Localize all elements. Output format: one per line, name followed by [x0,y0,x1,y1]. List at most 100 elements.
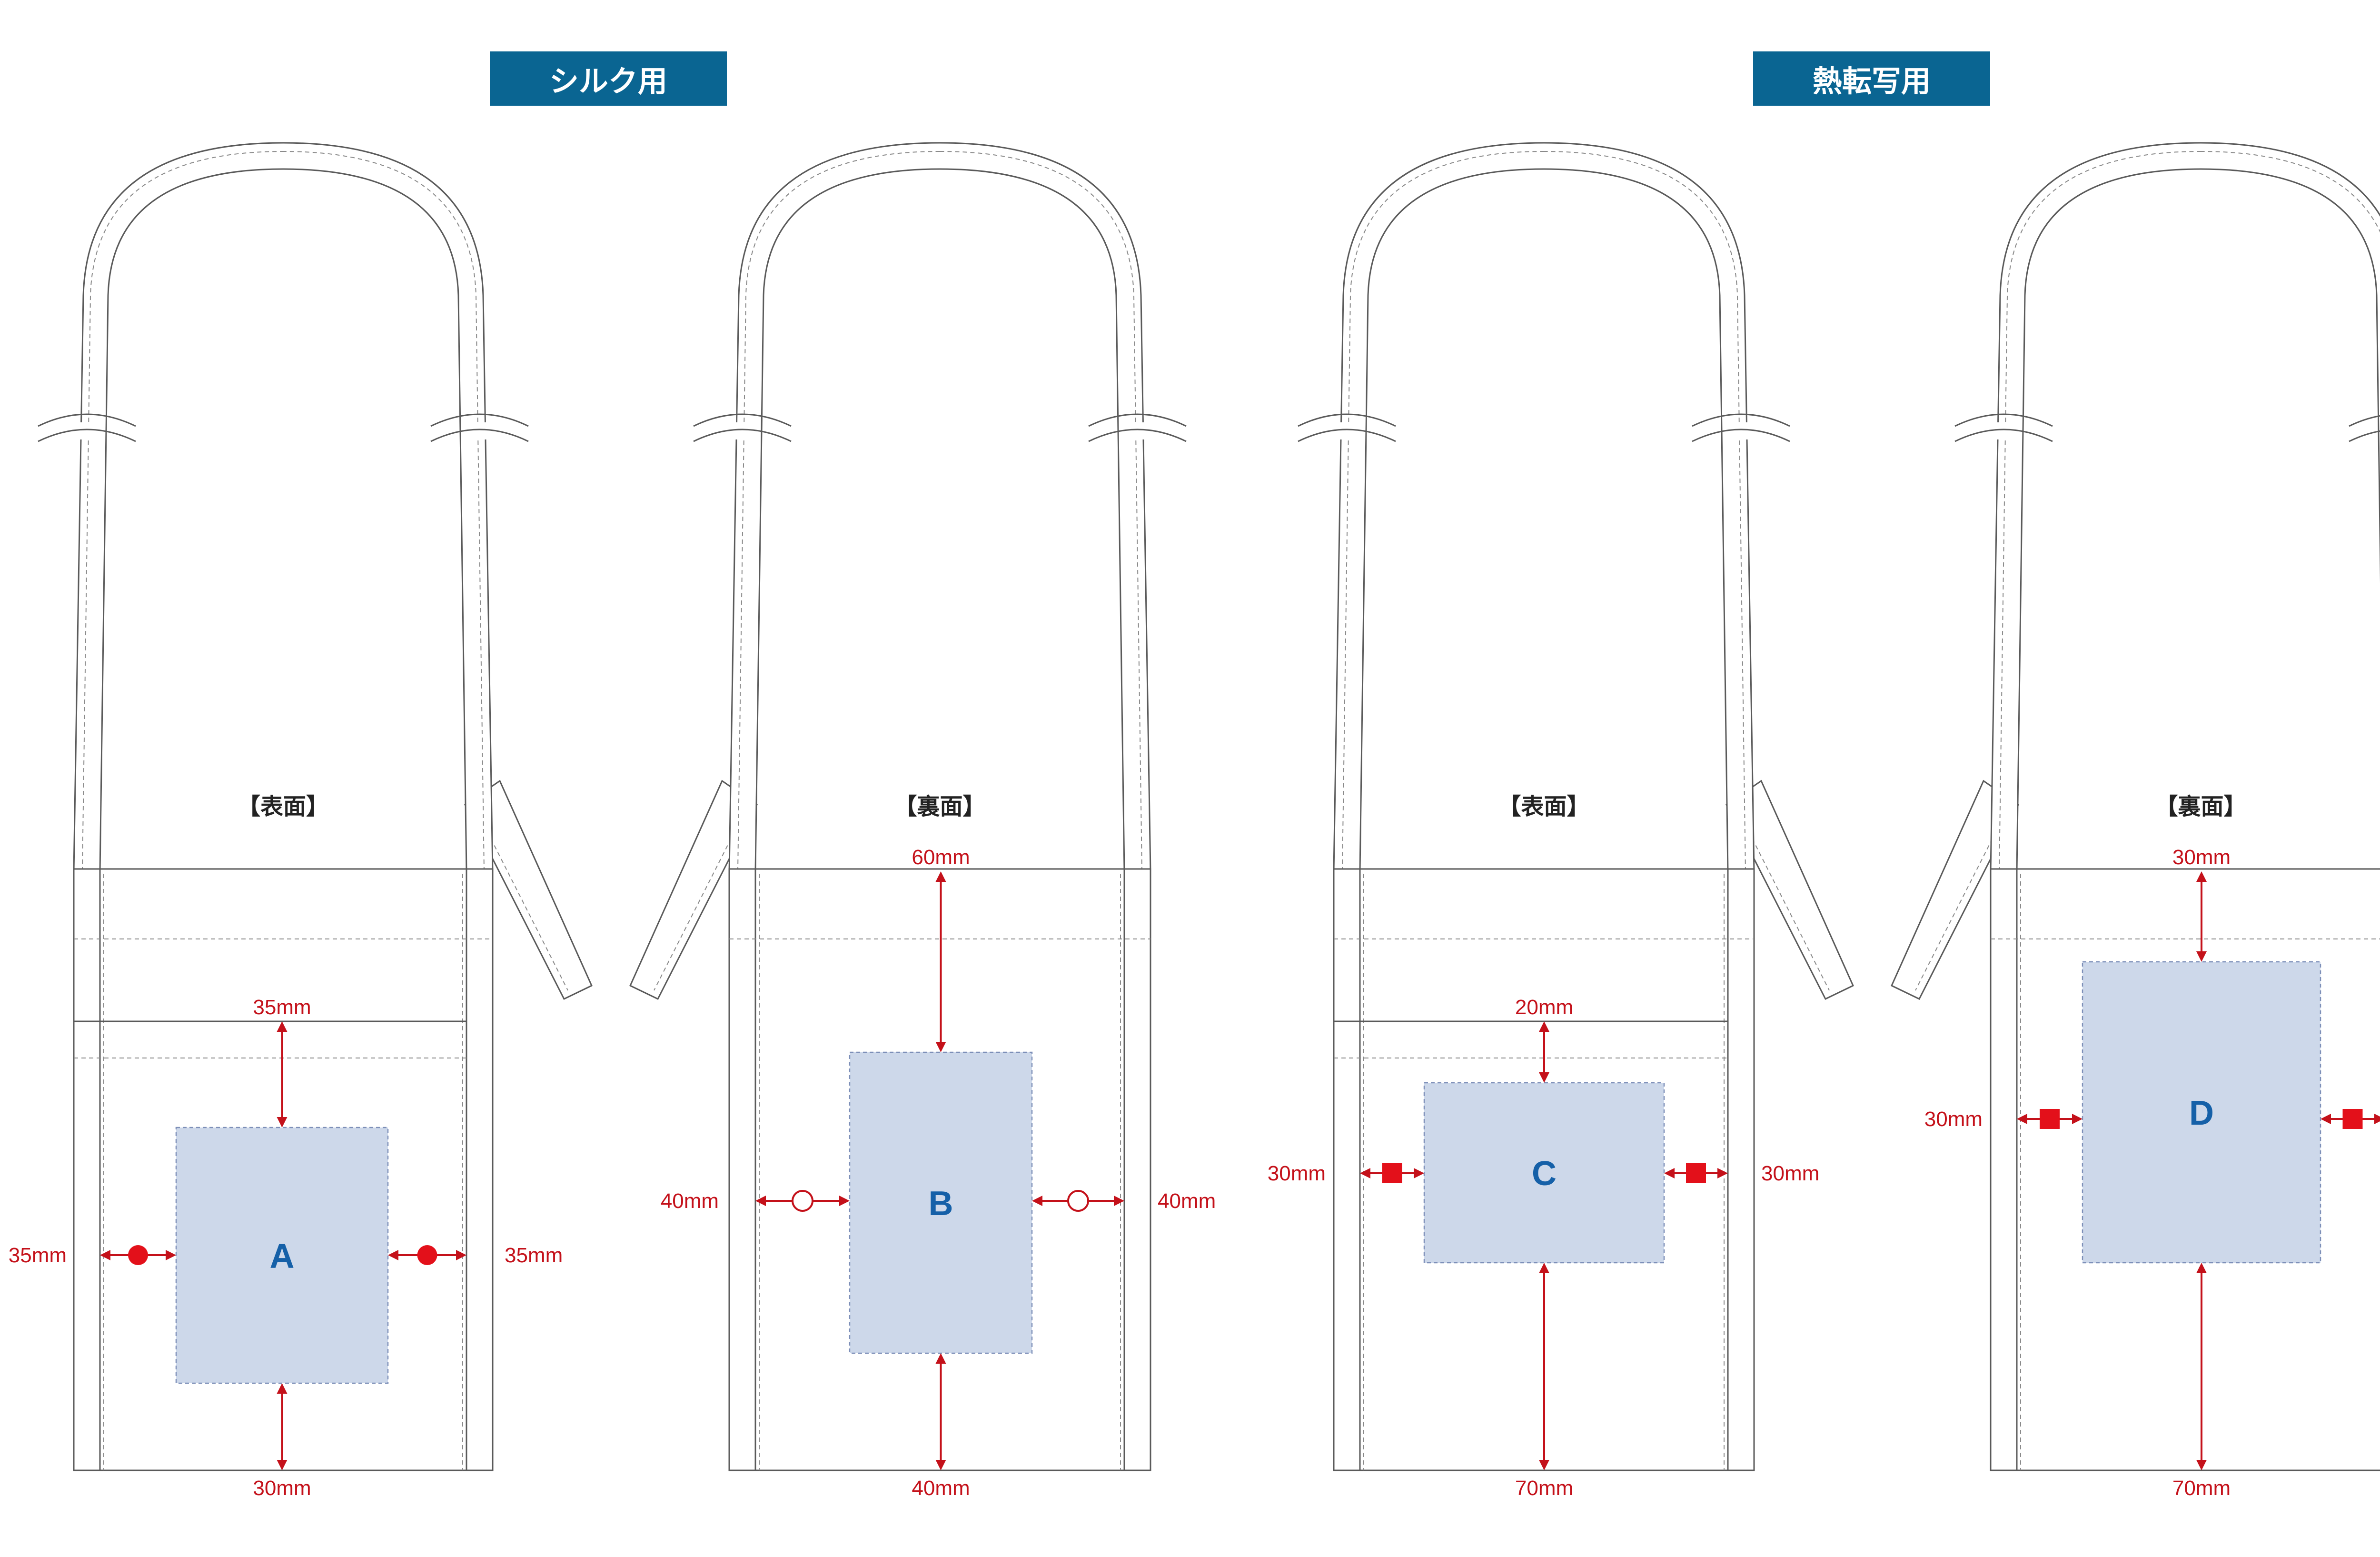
strap-break-gap [71,422,102,439]
strap-break-mark-lower [1692,429,1790,442]
dim-right-open-circle-marker [1067,1190,1089,1212]
side-label: 【裏面】 [2155,793,2246,820]
side-label: 【表面】 [238,793,329,820]
dim-right-filled-circle-marker [417,1245,437,1265]
shoulder-strap-stitch-left [1999,151,2201,872]
dim-top-label: 60mm [912,846,970,869]
strap-break-mark-lower [693,429,792,442]
bag-a: 【表面】 A 35mm 30mm 35mm 35mm [9,142,593,1500]
dim-bottom-arrow-head-bottom [1539,1460,1549,1470]
dim-left-filled-circle-marker [128,1245,148,1265]
strap-break-mark-upper [38,413,136,427]
dim-left-arrow-head-left [2017,1114,2027,1124]
strap-break-mark-upper [1692,413,1790,427]
dim-top-arrow-head-bottom [277,1117,288,1128]
dim-left-arrow-head-right [1414,1168,1424,1178]
strap-break-mark-lower [38,429,136,442]
strap-break-mark-lower [2349,430,2380,442]
dim-left-label: 30mm [1268,1162,1326,1185]
dim-left-arrow-head-right [2072,1114,2082,1124]
dim-left-label: 30mm [1924,1108,1983,1131]
dim-bottom-arrow-head-bottom [2196,1460,2207,1470]
strap-break-gap [464,422,495,439]
shoulder-strap [1333,142,1755,872]
bag-b: 【裏面】 B 60mm 40mm 40mm 40mm [629,142,1216,1500]
side-label: 【表面】 [1498,793,1589,820]
dim-right-label: 40mm [1158,1189,1216,1213]
strap-break-mark-lower [430,429,529,442]
strap-break-mark-lower [1088,429,1187,442]
dim-right-label: 35mm [505,1244,563,1267]
strap-break-gap [1331,422,1362,439]
print-area-letter: C [1532,1155,1557,1193]
dim-left-arrow-head-left [1360,1168,1370,1178]
shoulder-strap-stitch-left [737,151,940,872]
print-area-letter: B [929,1185,953,1223]
strap-break-gap [1726,422,1756,439]
dim-top-arrow-head-top [2196,871,2207,882]
strap-break-mark-lower [1298,429,1396,442]
print-area-c [1423,1082,1665,1264]
dim-right-square-marker [1686,1163,1706,1183]
dim-left-square-marker [1382,1163,1402,1183]
dim-right-square-marker [2342,1109,2363,1129]
dim-left-label: 35mm [9,1244,67,1267]
strap-break-mark-upper [693,413,792,427]
strap-break-mark-upper [1298,413,1396,427]
dim-left-arrow-head-right [166,1250,176,1260]
shoulder-strap [73,142,494,872]
dim-bottom-label: 30mm [253,1477,311,1500]
shoulder-strap-stitch-right [283,151,485,872]
dim-right-arrow-head-left [388,1250,398,1260]
shoulder-strap-stitch-right [940,151,1142,872]
dim-bottom-arrow-head-top [935,1353,946,1364]
dim-left-label: 40mm [661,1189,719,1213]
shoulder-strap [1990,142,2380,872]
dim-bottom-arrow-head-bottom [277,1460,288,1470]
dim-bottom-arrow-head-top [277,1383,288,1394]
dim-right-arrow-head-left [1032,1196,1042,1206]
dim-bottom-label: 70mm [2172,1477,2231,1500]
dim-top-arrow-head-top [1539,1021,1549,1032]
shoulder-strap-stitch-left [82,151,284,872]
shoulder-strap [728,142,1151,872]
strap-break-mark-upper [1088,413,1187,427]
dim-bottom-label: 70mm [1515,1477,1573,1500]
print-area-letter: A [270,1238,295,1276]
shoulder-strap-stitch-right [1544,151,1746,872]
print-area-letter: D [2189,1094,2214,1132]
dim-left-square-marker [2040,1109,2060,1129]
dim-top-arrow-head-bottom [1539,1072,1549,1083]
dim-left-open-circle-marker [792,1190,813,1212]
dim-bottom-arrow-head-top [2196,1263,2207,1273]
dim-left-arrow-head-left [755,1196,766,1206]
print-area-d [2082,961,2321,1264]
dim-right-arrow-head-right [456,1250,466,1260]
dim-bottom-arrow-head-top [1539,1263,1549,1273]
strap-break-gap [1988,422,2019,439]
dim-right-arrow-head-left [2320,1114,2331,1124]
silk-print-banner: シルク用 [490,51,727,106]
dim-top-arrow-head-top [277,1021,288,1032]
dim-top-label: 20mm [1515,996,1573,1019]
dim-left-arrow-head-right [839,1196,850,1206]
strap-break-mark-upper [1954,413,2053,427]
dim-bottom-label: 40mm [912,1477,970,1500]
dim-right-arrow-head-left [1664,1168,1675,1178]
bag-d: 【裏面】D30mm70mm30mm30mm [1891,142,2380,1500]
strap-break-mark-upper [2349,415,2380,427]
dim-left-arrow-head-left [100,1250,110,1260]
shoulder-strap-stitch-right [2201,151,2380,233]
side-label: 【裏面】 [894,793,985,820]
dim-right-arrow-head-right [1114,1196,1124,1206]
dim-top-arrow-head-bottom [2196,951,2207,962]
dim-right-arrow-head-right [2374,1114,2380,1124]
strap-break-gap [1122,422,1153,439]
shoulder-strap-stitch-left [1342,151,1544,872]
dim-right-arrow-head-right [1717,1168,1728,1178]
strap-break-mark-lower [1954,429,2053,442]
dim-top-arrow-head-top [935,871,946,882]
dim-top-label: 35mm [253,996,311,1019]
